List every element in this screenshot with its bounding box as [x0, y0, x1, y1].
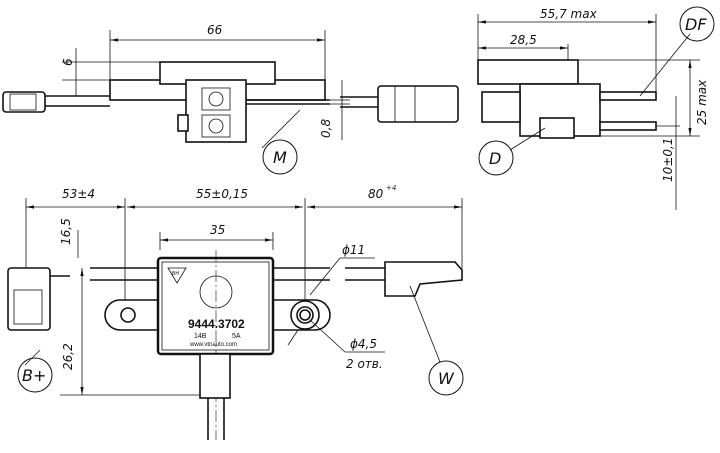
current-rating: 5А: [232, 333, 241, 340]
dim-terminal: 10±0,1: [661, 138, 675, 182]
top-view: 66 6 0,8 M: [2, 23, 459, 175]
connector-right: [377, 85, 459, 123]
terminal-block: [185, 79, 247, 143]
device-logo: ВН: [172, 271, 179, 277]
part-number: 9444.3702: [188, 317, 245, 331]
dim-height-top: 16,5: [59, 218, 73, 245]
dim-right: 80: [368, 187, 384, 201]
front-view: 53±4 55±0,15 80 +4 35 16,5 26,2 B+ ВН: [7, 184, 464, 440]
dim-thickness: 0,8: [319, 119, 333, 138]
website: www.vtnauto.com: [189, 342, 237, 348]
dim-max-height: 25 max: [695, 79, 709, 125]
mounting-hole-left: [120, 307, 136, 323]
dim-height: 6: [61, 58, 75, 66]
holes-note: 2 отв.: [346, 357, 383, 371]
dim-center: 55±0,15: [196, 187, 248, 201]
dim-length: 66: [207, 23, 223, 37]
logo-triangle: [167, 267, 187, 284]
dim-offset: 28,5: [510, 33, 537, 47]
voltage-rating: 14В: [194, 333, 207, 340]
dim-max-length: 55,7 max: [540, 7, 598, 21]
callout-df: DF: [685, 15, 707, 34]
callout-bplus: B+: [22, 366, 46, 385]
connector-bplus: [7, 267, 51, 331]
side-view: 55,7 max 28,5 25 max 10±0,1 DF D: [477, 6, 715, 210]
dim-height-bottom: 26,2: [61, 343, 75, 370]
dim-body: 35: [210, 223, 225, 237]
mounting-hole-right-outer: [290, 300, 320, 330]
callout-m: M: [273, 148, 287, 167]
dim-right-tolerance: +4: [386, 184, 396, 192]
callout-d: D: [489, 149, 501, 168]
dim-left: 53±4: [62, 187, 95, 201]
callout-w: W: [438, 369, 455, 388]
dim-outer-diameter: ϕ11: [342, 243, 365, 257]
connector-w: [384, 261, 463, 297]
side-housing-top: [477, 59, 579, 85]
dim-hole-diameter: ϕ4,5: [350, 337, 377, 351]
connector-left: [2, 91, 46, 113]
